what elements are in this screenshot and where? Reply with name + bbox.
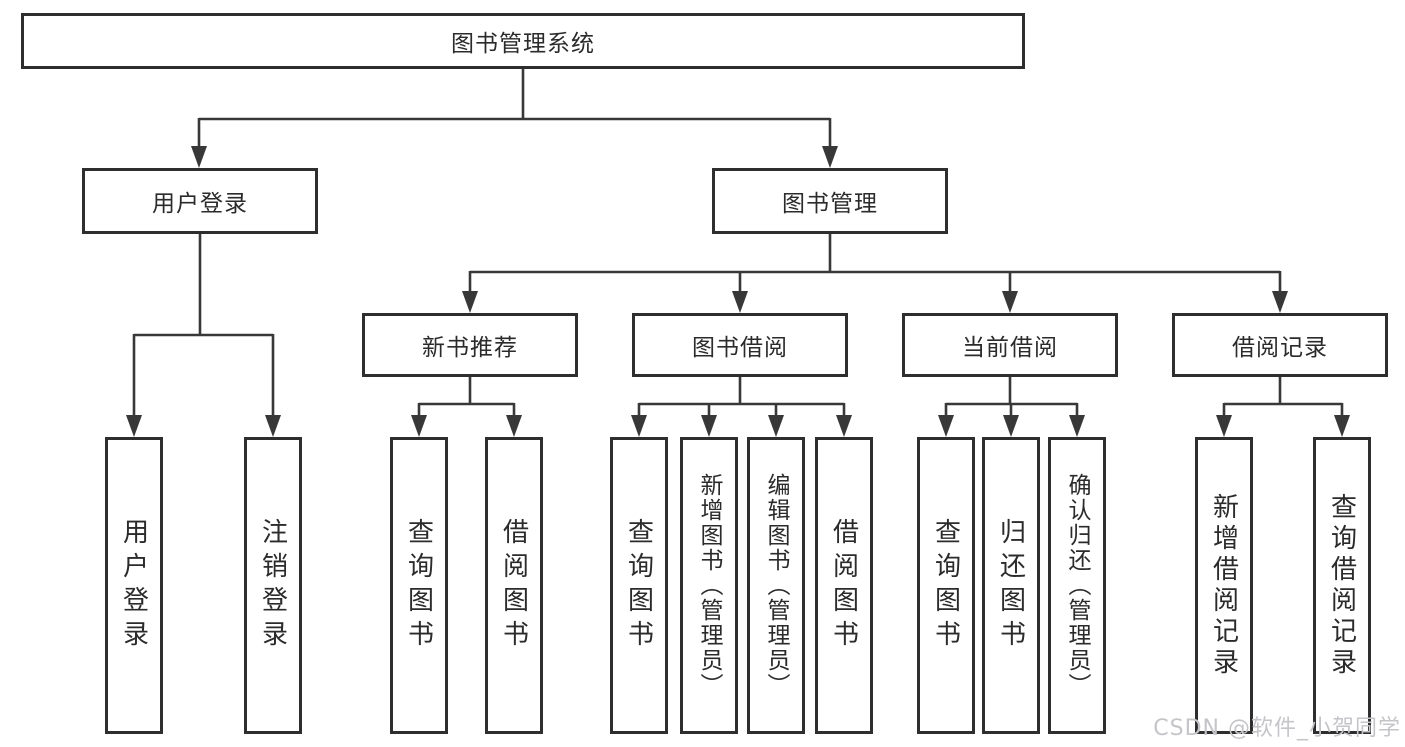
leaf-query-borrow-record-label: 查询借阅记录: [1326, 492, 1357, 679]
leaf-add-borrow-record-label: 新增借阅记录: [1208, 492, 1239, 679]
node-book-borrow: 图书借阅: [632, 313, 848, 377]
leaf-borrow-books-recommend: 借阅图书: [485, 437, 543, 734]
node-book-management-label: 图书管理: [782, 191, 878, 217]
node-user-login: 用户登录: [82, 168, 318, 234]
leaf-query-books-recommend-label: 查询图书: [403, 517, 434, 654]
leaf-user-login: 用户登录: [105, 437, 163, 734]
watermark: CSDN @软件_小贺同学: [1153, 716, 1401, 741]
node-borrow-records: 借阅记录: [1172, 313, 1388, 377]
leaf-add-borrow-record: 新增借阅记录: [1195, 437, 1253, 734]
node-book-borrow-label: 图书借阅: [692, 335, 788, 361]
leaf-query-books-current-label: 查询图书: [930, 517, 961, 654]
node-root-label: 图书管理系统: [451, 31, 595, 57]
leaf-query-books-borrow: 查询图书: [610, 437, 668, 734]
leaf-borrow-books-recommend-label: 借阅图书: [498, 517, 529, 654]
leaf-edit-book-admin-label: 编辑图书（管理员）: [763, 473, 789, 698]
node-user-login-label: 用户登录: [152, 191, 248, 217]
leaf-logout: 注销登录: [244, 437, 302, 734]
leaf-return-book-label: 归还图书: [995, 517, 1026, 654]
node-current-borrow: 当前借阅: [902, 313, 1118, 377]
leaf-borrow-books-2-label: 借阅图书: [828, 517, 859, 654]
leaf-logout-label: 注销登录: [257, 517, 288, 654]
leaf-query-borrow-record: 查询借阅记录: [1313, 437, 1371, 734]
leaf-add-book-admin-label: 新增图书（管理员）: [696, 473, 722, 698]
leaf-return-book: 归还图书: [982, 437, 1040, 734]
leaf-add-book-admin: 新增图书（管理员）: [680, 437, 738, 734]
leaf-query-books-recommend: 查询图书: [390, 437, 448, 734]
leaf-confirm-return-admin-label: 确认归还（管理员）: [1064, 473, 1090, 698]
node-new-book-recommend: 新书推荐: [362, 313, 578, 377]
node-current-borrow-label: 当前借阅: [962, 335, 1058, 361]
leaf-edit-book-admin: 编辑图书（管理员）: [747, 437, 805, 734]
node-borrow-records-label: 借阅记录: [1232, 335, 1328, 361]
leaf-user-login-label: 用户登录: [118, 517, 149, 654]
leaf-query-books-borrow-label: 查询图书: [623, 517, 654, 654]
leaf-query-books-current: 查询图书: [917, 437, 975, 734]
node-root: 图书管理系统: [21, 13, 1025, 69]
leaf-confirm-return-admin: 确认归还（管理员）: [1048, 437, 1106, 734]
leaf-borrow-books-2: 借阅图书: [815, 437, 873, 734]
node-new-book-recommend-label: 新书推荐: [422, 335, 518, 361]
node-book-management: 图书管理: [712, 168, 948, 234]
